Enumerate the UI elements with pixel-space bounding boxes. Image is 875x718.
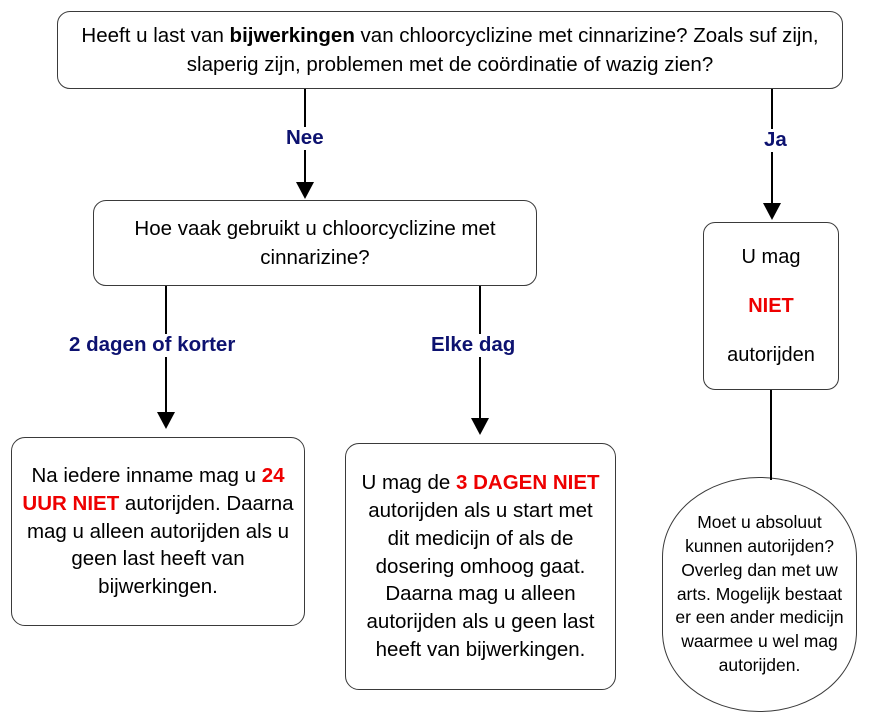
text-segment: Hoe vaak gebruikt u chloorcyclizine met … bbox=[134, 216, 496, 269]
arrowhead-down-icon-nee bbox=[296, 182, 314, 199]
node-outcome-3days: U mag de 3 DAGEN NIET autorijden als u s… bbox=[345, 443, 616, 690]
text-segment: Na iedere inname mag u bbox=[31, 463, 262, 487]
text-segment: van chloorcyclizine met cinnarizine? Zoa… bbox=[186, 23, 819, 76]
text-segment: U mag de bbox=[361, 470, 457, 494]
text-segment: 24 UUR NIET bbox=[22, 463, 285, 515]
node-question-side-effects: Heeft u last van bijwerkingen van chloor… bbox=[57, 11, 843, 89]
node-question-frequency-text: Hoe vaak gebruikt u chloorcyclizine met … bbox=[106, 214, 524, 272]
text-segment: Heeft u last van bbox=[81, 23, 230, 47]
edge-line-advice bbox=[770, 390, 773, 480]
text-segment: U mag bbox=[741, 245, 801, 268]
node-outcome-24h: Na iedere inname mag u 24 UUR NIET autor… bbox=[11, 437, 305, 626]
edge-label-daily: Elke dag bbox=[428, 333, 519, 357]
text-segment: autorijden bbox=[727, 343, 815, 366]
edge-label-short: 2 dagen of korter bbox=[66, 333, 239, 357]
text-segment: bijwerkingen bbox=[229, 23, 355, 47]
text-segment: Moet u absoluut kunnen autorijden? Overl… bbox=[675, 512, 844, 675]
node-question-side-effects-text: Heeft u last van bijwerkingen van chloor… bbox=[72, 21, 828, 79]
node-question-frequency: Hoe vaak gebruikt u chloorcyclizine met … bbox=[93, 200, 537, 286]
text-segment: autorijden. Daarna mag u alleen autorijd… bbox=[26, 491, 294, 599]
text-segment: 3 DAGEN NIET bbox=[456, 470, 600, 494]
edge-label-nee: Nee bbox=[283, 126, 327, 150]
arrowhead-down-icon-ja bbox=[763, 203, 781, 220]
node-advice-doctor-text: Moet u absoluut kunnen autorijden? Overl… bbox=[672, 511, 847, 678]
node-advice-doctor: Moet u absoluut kunnen autorijden? Overl… bbox=[662, 477, 857, 712]
node-outcome-3days-text: U mag de 3 DAGEN NIET autorijden als u s… bbox=[356, 469, 605, 664]
arrowhead-down-icon-daily bbox=[471, 418, 489, 435]
arrowhead-down-icon-short bbox=[157, 412, 175, 429]
edge-label-ja: Ja bbox=[761, 128, 790, 152]
text-segment: autorijden als u start met dit medicijn … bbox=[366, 498, 595, 662]
text-segment: NIET bbox=[748, 294, 794, 317]
node-outcome-24h-text: Na iedere inname mag u 24 UUR NIET autor… bbox=[20, 462, 296, 601]
